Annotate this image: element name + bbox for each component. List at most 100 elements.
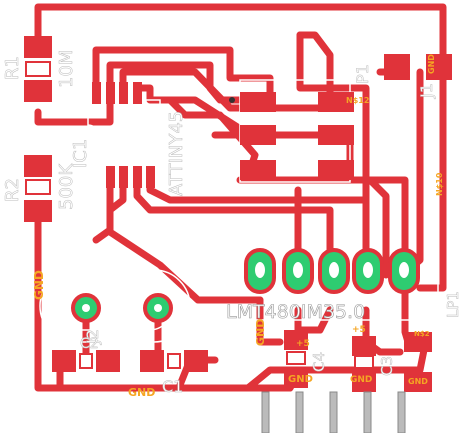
net-gnd-left: GND: [32, 270, 46, 300]
c1-body: [167, 353, 181, 369]
r2-body: [25, 179, 51, 195]
net-vcc-1: +5: [296, 339, 310, 349]
header-leg-4: [363, 391, 372, 433]
r2-value-label: 500K: [56, 163, 77, 210]
r1-ref-label: R1: [2, 56, 23, 80]
r1-value-label: 10M: [56, 50, 77, 88]
r2-pad-bottom: [24, 200, 52, 222]
p1-pad-6: [318, 160, 354, 180]
trace-left-r1: [34, 3, 76, 54]
net-gnd-right: GND: [288, 374, 313, 385]
trace-gnd-left: [34, 214, 429, 392]
c2-body: [79, 353, 93, 369]
p1-pad-2: [240, 125, 276, 145]
c2-pad-right: [96, 350, 120, 372]
trace-p1-right: [296, 31, 334, 104]
net-gnd-c2: GND: [408, 377, 428, 386]
p1-pin1-marker: [229, 97, 235, 103]
c3-pad-bottom: [352, 372, 376, 392]
r1-body: [25, 61, 51, 77]
crystal-inner: [54, 281, 174, 331]
net-gnd-connector: GND: [254, 319, 267, 346]
header-leg-1: [261, 391, 270, 433]
header-pin-3: [318, 248, 350, 294]
p1-pad-3: [240, 160, 276, 180]
j1-pad-1: [384, 54, 410, 80]
header-pin-1: [244, 248, 276, 294]
c3-pad-top: [352, 336, 376, 356]
net-gnd-j1: GND: [427, 54, 436, 74]
ic1-pin-8: [92, 82, 101, 104]
r1-pad-bottom: [24, 80, 52, 102]
header-legs: [261, 391, 406, 433]
p1-ref-label: P1: [353, 64, 372, 84]
c3-ref-label: C3: [378, 356, 396, 376]
net-n2: N$2: [414, 330, 430, 338]
net-vcc-2: +5: [352, 325, 366, 335]
lp1-pad-bottom: [404, 372, 432, 392]
sensor-ref-label: LMT480IM35.0: [226, 301, 365, 323]
j2-ref-label: J2: [83, 329, 102, 345]
plus-mark-4: +: [424, 267, 437, 286]
p1-pad-4: [318, 92, 354, 112]
ic1-pin-3: [133, 166, 142, 188]
r2-pad-top: [24, 155, 52, 177]
ic1-pin-7: [106, 82, 115, 104]
crystal-outline: [39, 269, 191, 343]
ic1-pin-5: [133, 82, 142, 104]
header-leg-2: [295, 391, 304, 433]
silkscreen-text: R1 10M R2 500K IC1 ATTINY45 P1 J1 J2 LMT…: [2, 49, 463, 424]
c4-ref-label: C4: [310, 352, 328, 372]
ic1-pin-1: [106, 166, 115, 188]
trace-ic-bottom-2: [106, 168, 264, 304]
header-pin-5: [388, 248, 420, 294]
trace-p1-loop: [296, 31, 370, 204]
net-gnd-bottom: GND: [128, 386, 155, 399]
net-n12: N$12: [346, 96, 369, 105]
plus-mark-1: +: [10, 77, 23, 96]
crystal-core: [114, 299, 132, 317]
c4-pad-bottom: [284, 368, 308, 388]
ic1-value-label: ATTINY45: [166, 111, 187, 196]
ic1-pin-2: [119, 166, 128, 188]
ic1-pin-6: [119, 82, 128, 104]
trace-c4: [256, 296, 284, 346]
net-gnd-c3: GND: [350, 375, 372, 385]
trace-ic-pin1: [92, 46, 274, 104]
r1-pad-top: [24, 36, 52, 58]
c4-pad-top: [284, 330, 308, 350]
trace-to-pad3: [236, 176, 390, 279]
ic1-notch: [87, 124, 99, 146]
crystal-pad-right-hole: [154, 304, 162, 312]
header-pin-2: [282, 248, 314, 294]
j1-ref-label: J1: [417, 83, 436, 99]
header-leg-5: [397, 391, 406, 433]
ic1-pin1-dot: [97, 145, 111, 159]
net-labels: GND GND GND GND GND GND GND +5 +5 N$12 N…: [32, 54, 444, 399]
trace-right-down: [416, 56, 447, 292]
plus-mark-2: +: [68, 83, 81, 102]
ic1-ref-label: IC1: [70, 139, 91, 168]
trace-r1-ic: [34, 96, 114, 126]
crystal-pads: [71, 293, 173, 323]
c2-pad-left: [52, 350, 76, 372]
net-n10: N$10: [435, 172, 444, 196]
header-pin-4: [352, 248, 384, 294]
smd-pads: [24, 36, 452, 392]
crystal-pad-left-hole: [82, 304, 90, 312]
c3-body: [354, 355, 374, 369]
c1-pad-left: [140, 350, 164, 372]
c1-pad-right: [184, 350, 208, 372]
header-leg-3: [329, 391, 338, 433]
p1-pad-1: [240, 92, 276, 112]
c4-body: [286, 351, 306, 365]
c2-ref-label: C2: [80, 336, 99, 352]
ic1-pin-4: [146, 166, 155, 188]
lp1-pad-top: [404, 332, 432, 352]
trace-top-outer: [68, 3, 447, 64]
lp1-ref-label: LP1: [444, 291, 462, 318]
p1-pad-5: [318, 125, 354, 145]
j1-pad-2: [426, 54, 452, 80]
r2-ref-label: R2: [2, 178, 23, 202]
